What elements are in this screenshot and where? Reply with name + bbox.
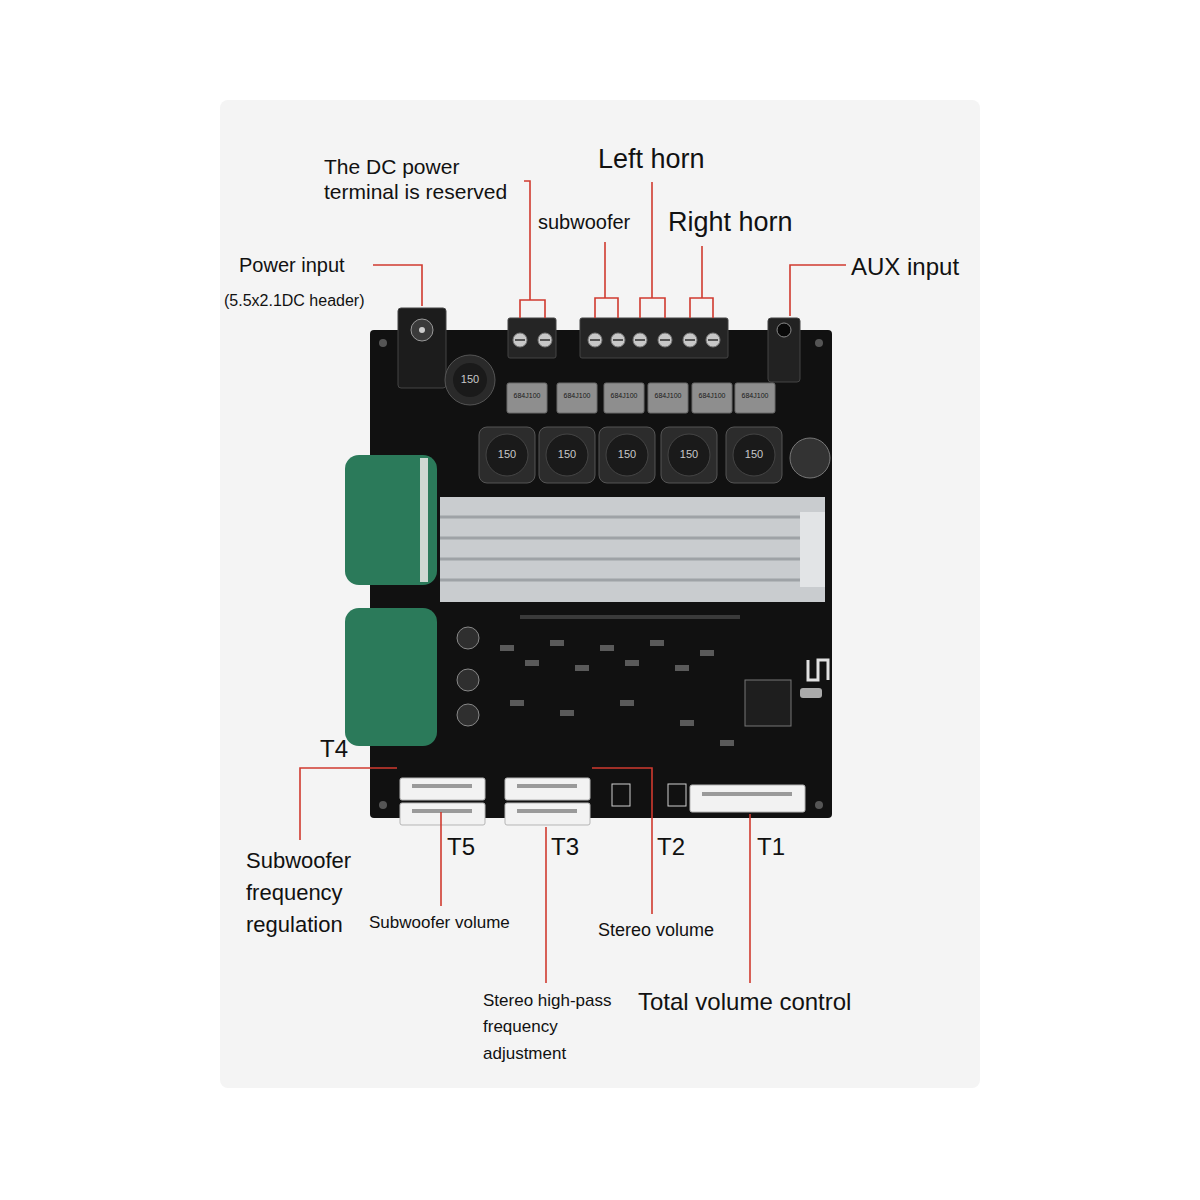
crystal [800, 688, 822, 698]
connector-id: T1 [757, 833, 797, 862]
part-marking: 684J100 [604, 392, 644, 400]
callout-label: The DC power terminal is reserved [324, 154, 536, 204]
connector-id: T4 [320, 735, 360, 764]
callout-label: Left horn [598, 143, 738, 175]
heatsink [440, 497, 825, 602]
part-marking: 150 [492, 448, 522, 461]
connector-id: T5 [447, 833, 487, 862]
callout-label: Power input [239, 253, 374, 277]
part-marking: 684J100 [507, 392, 547, 400]
part-marking: 150 [739, 448, 769, 461]
callout-label: Subwoofer volume [369, 913, 534, 933]
connector-id: T2 [657, 833, 697, 862]
part-marking: 684J100 [648, 392, 688, 400]
part-marking: 150 [552, 448, 582, 461]
part-marking: 150 [674, 448, 704, 461]
part-marking: 684J100 [735, 392, 775, 400]
smd-parts [500, 615, 740, 746]
callout-label: Subwoofer frequency regulation [246, 845, 371, 941]
callout-label: Right horn [668, 206, 828, 238]
callout-label: Stereo volume [598, 920, 748, 942]
callout-note: (5.5x2.1DC header) [224, 291, 399, 310]
aux-jack [768, 318, 800, 382]
bt-chip [745, 680, 791, 726]
inductors [445, 355, 782, 483]
photo-panel [220, 100, 980, 1088]
bt-antenna [808, 660, 828, 680]
callout-label: Stereo high-pass frequency adjustment [483, 988, 633, 1067]
pot-connectors [400, 778, 805, 825]
part-marking: 150 [455, 373, 485, 386]
leader-lines [300, 181, 846, 983]
callout-label: Total volume control [638, 988, 888, 1017]
film-capacitors [507, 383, 775, 413]
callout-label: AUX input [851, 253, 981, 282]
dc-jack [398, 308, 446, 388]
electrolytic-cap [790, 438, 830, 478]
switches [612, 784, 686, 806]
part-marking: 150 [612, 448, 642, 461]
connector-id: T3 [551, 833, 591, 862]
callout-label: subwoofer [538, 210, 658, 234]
screw-terminals [508, 318, 728, 358]
pcb [370, 330, 832, 818]
bulk-capacitors [345, 455, 479, 746]
part-marking: 684J100 [692, 392, 732, 400]
part-marking: 684J100 [557, 392, 597, 400]
